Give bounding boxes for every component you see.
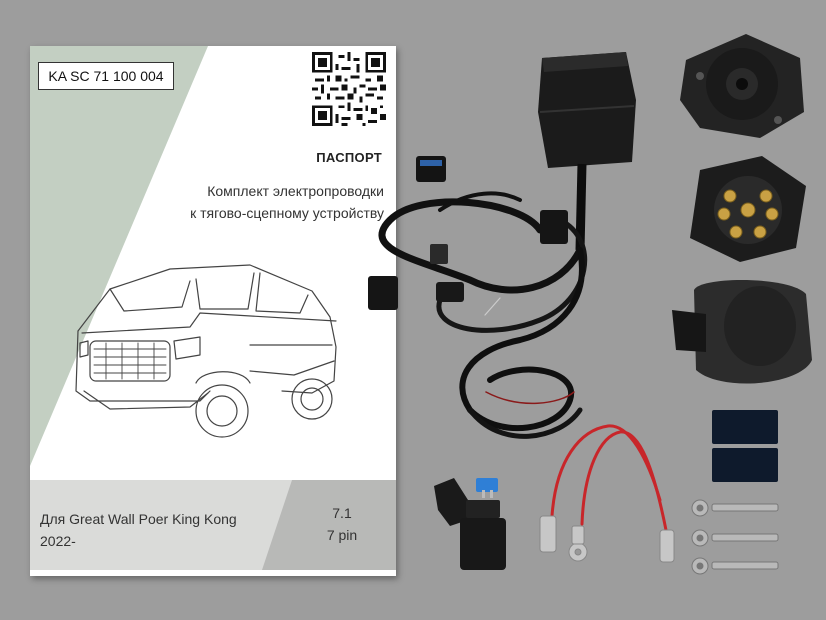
- connector-top-icon: [416, 156, 446, 182]
- subtitle-line-1: Комплект электропроводки: [207, 183, 384, 199]
- qr-code-icon: [312, 52, 386, 126]
- sage-stripe: [30, 46, 208, 466]
- connector-clip-icon: [420, 160, 442, 166]
- wiring-kit-items: [368, 34, 812, 575]
- fuse-holder-icon: [434, 478, 506, 570]
- article-code: KA SC 71 100 004: [38, 62, 174, 90]
- pin-count: 7 pin: [326, 527, 358, 543]
- version-number: 7.1: [332, 505, 352, 521]
- terminal-icon: [539, 515, 675, 563]
- pin-panel: 7.1 7 pin: [262, 480, 396, 570]
- vehicle-year: 2022-: [40, 533, 76, 549]
- velcro-strip-icon: [712, 410, 778, 444]
- vehicle-panel: Для Great Wall Poer King Kong 2022-: [30, 480, 292, 570]
- socket-pins-icon: [690, 156, 806, 262]
- passport-booklet: KA SC 71 100 004: [30, 46, 396, 576]
- wire-label-icon: [430, 244, 448, 264]
- connector-lower-icon: [436, 282, 464, 302]
- wire-harness-icon: [378, 191, 588, 439]
- pickup-truck-drawing: [75, 264, 337, 438]
- socket-cover-icon: [680, 34, 804, 138]
- pin-panel-shape: [262, 480, 396, 570]
- connector-middle-icon: [540, 210, 568, 244]
- bolt-icon: [691, 499, 779, 575]
- document-subtitle: Комплект электропроводки к тягово-сцепно…: [144, 180, 384, 224]
- document-title: ПАСПОРТ: [316, 150, 382, 165]
- vehicle-model: Для Great Wall Poer King Kong: [40, 511, 237, 527]
- velcro-strip-icon: [712, 448, 778, 482]
- red-wires-icon: [550, 424, 668, 532]
- control-module-icon: [538, 52, 636, 251]
- subtitle-line-2: к тягово-сцепному устройству: [190, 205, 384, 221]
- connector-left-icon: [368, 276, 398, 310]
- plug-housing-icon: [672, 279, 812, 384]
